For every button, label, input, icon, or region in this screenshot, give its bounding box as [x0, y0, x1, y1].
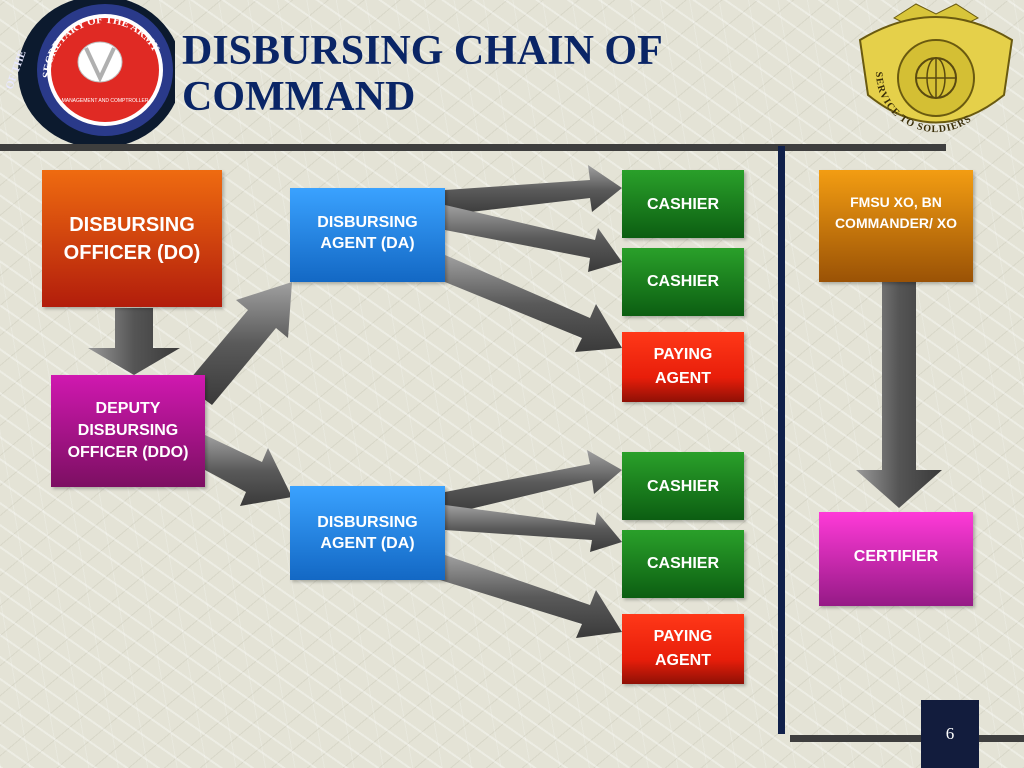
disbursing-agent-top-box: DISBURSING AGENT (DA) [290, 188, 445, 282]
arrow-da1-to-cashier1 [445, 165, 622, 215]
deputy-disbursing-officer-label: DEPUTY DISBURSING OFFICER (DDO) [67, 400, 189, 461]
paying-agent-label-2: PAYING AGENT [653, 628, 713, 669]
deputy-disbursing-officer-box: DEPUTY DISBURSING OFFICER (DDO) [51, 375, 205, 487]
certifier-label: CERTIFIER [853, 548, 939, 565]
cashier-box-1: CASHIER [622, 170, 744, 238]
page-number: 6 [921, 700, 979, 768]
cashier-label-1: CASHIER [646, 196, 719, 213]
column-divider [778, 146, 785, 734]
arrow-da2-to-cashier4 [445, 505, 622, 552]
disbursing-agent-bottom-label: DISBURSING AGENT (DA) [317, 514, 418, 552]
fmsu-commander-label: FMSU XO, BN COMMANDER/ XO [834, 194, 958, 231]
cashier-label-3: CASHIER [646, 478, 719, 495]
arrow-fmsu-to-certifier [856, 282, 942, 508]
paying-agent-box-1: PAYING AGENT [622, 332, 744, 402]
seal-inner-text: MANAGEMENT AND COMPTROLLER [62, 98, 149, 104]
arrow-da2-to-cashier3 [445, 450, 622, 515]
paying-agent-box-2: PAYING AGENT [622, 614, 744, 684]
cashier-box-2: CASHIER [622, 248, 744, 316]
page-title: DISBURSING CHAIN OF COMMAND [182, 28, 662, 120]
disbursing-officer-label: DISBURSING OFFICER (DO) [63, 213, 201, 264]
arrow-ddo-to-da-top [185, 282, 292, 405]
arrow-da2-to-paying2 [440, 555, 622, 638]
disbursing-agent-bottom-box: DISBURSING AGENT (DA) [290, 486, 445, 580]
cashier-label-4: CASHIER [646, 555, 719, 572]
disbursing-agent-top-label: DISBURSING AGENT (DA) [317, 214, 418, 252]
disbursing-officer-box: DISBURSING OFFICER (DO) [42, 170, 222, 307]
arrow-ddo-to-da-bottom [205, 435, 292, 506]
header-rule [0, 144, 946, 151]
arrow-do-to-ddo [88, 308, 180, 375]
army-secretary-seal: SECRETARY OF THE ARMY MANAGEMENT AND COM… [4, 0, 175, 145]
cashier-box-3: CASHIER [622, 452, 744, 520]
paying-agent-label-1: PAYING AGENT [653, 346, 713, 387]
fmsu-commander-box: FMSU XO, BN COMMANDER/ XO [819, 170, 973, 282]
cashier-box-4: CASHIER [622, 530, 744, 598]
arrow-da1-to-paying1 [440, 255, 622, 352]
arrow-da1-to-cashier2 [445, 205, 622, 272]
certifier-box: CERTIFIER [819, 512, 973, 606]
finance-corps-insignia: SERVICE TO SOLDIERS [858, 3, 1014, 135]
cashier-label-2: CASHIER [646, 273, 719, 290]
footer-rule [790, 735, 1024, 742]
